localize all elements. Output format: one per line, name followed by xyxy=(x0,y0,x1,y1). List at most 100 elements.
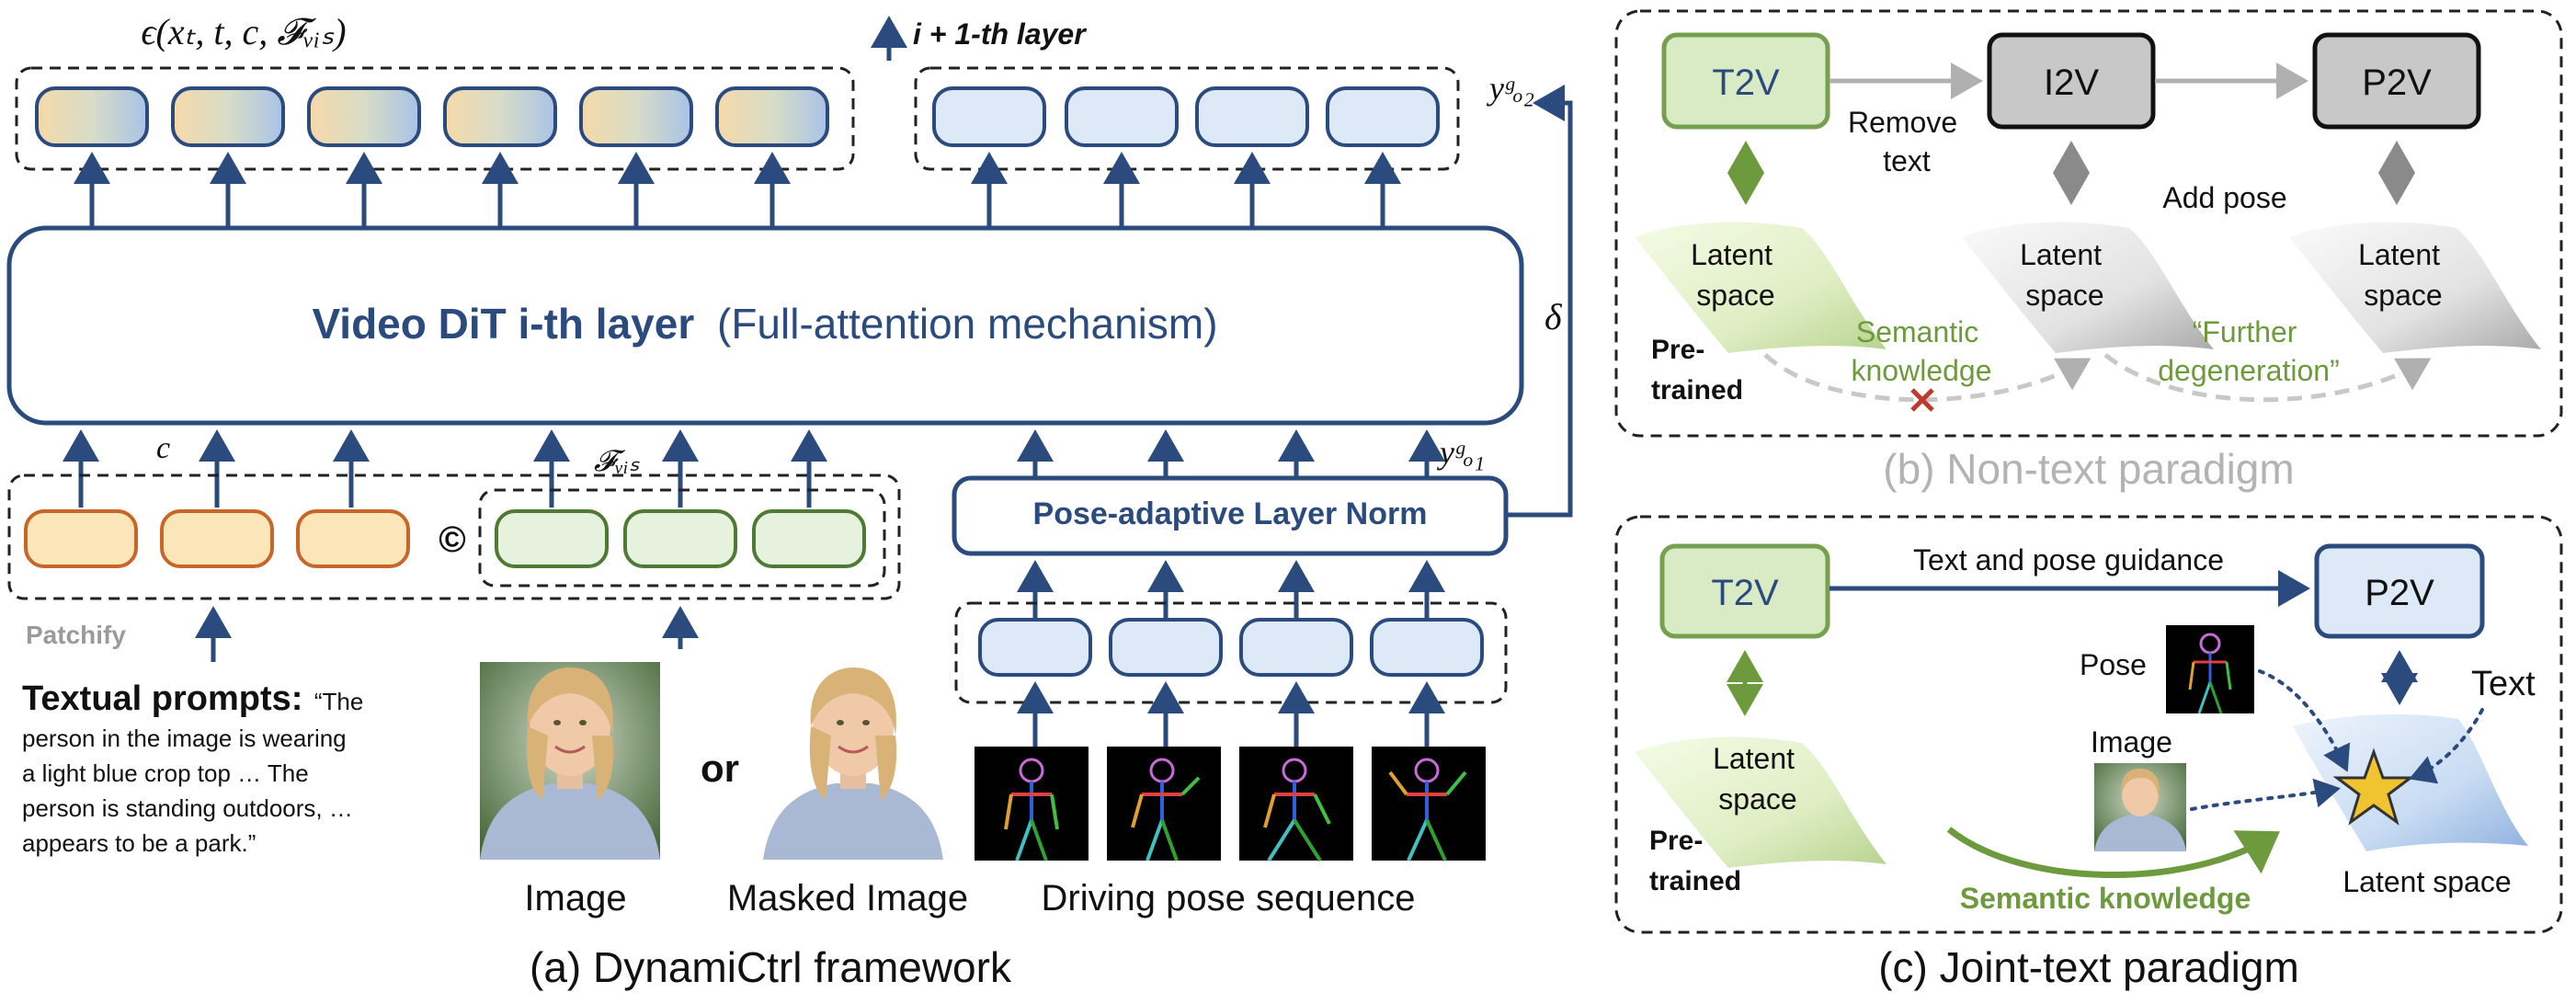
dit-layer-text: Video DiT i-th layer (Full-attention mec… xyxy=(312,300,1217,348)
output-token xyxy=(171,86,285,147)
panel-c-frame xyxy=(1614,515,2563,934)
t2v-label: T2V xyxy=(1711,573,1779,613)
t2v-label: T2V xyxy=(1712,63,1780,103)
dit-subtitle: (Full-attention mechanism) xyxy=(717,300,1218,348)
pose-token xyxy=(1239,618,1353,677)
add-pose-label: Add pose xyxy=(2162,181,2286,214)
p2v-box xyxy=(2314,543,2485,639)
latent-label: Latent space xyxy=(1713,742,1803,816)
latent-label: Latent space xyxy=(2020,238,2110,312)
remove-text-label: Remove text xyxy=(1848,106,1966,177)
semantic-knowledge-label: Semantic knowledge xyxy=(1852,315,1992,387)
output-token-group xyxy=(15,66,855,171)
output-label: ϵ(xₜ, t, c, 𝓕ᵥᵢₛ) xyxy=(141,11,346,52)
textual-prompt: Textual prompts: “The person in the imag… xyxy=(22,679,368,857)
pose-frame xyxy=(1372,747,1486,861)
pose-frame xyxy=(1239,747,1353,862)
image-label: Image xyxy=(524,878,626,918)
visual-tokens xyxy=(495,509,866,568)
textual-prompt-line: a light blue crop top … The xyxy=(22,759,309,787)
next-layer-token-group xyxy=(914,66,1460,171)
pose-token xyxy=(1109,618,1223,677)
textual-prompt-line: person is standing outdoors, … xyxy=(22,794,353,822)
pose-token xyxy=(1370,618,1484,677)
visual-token xyxy=(752,509,866,568)
latent-sheet-gray xyxy=(1962,222,2214,353)
next-layer-token xyxy=(1065,86,1179,147)
latent-label: Latent space xyxy=(2358,238,2448,312)
text-tokens xyxy=(24,509,410,568)
i2v-label: I2V xyxy=(2044,63,2099,103)
output-token xyxy=(307,86,421,147)
textual-prompt-line: “The xyxy=(314,688,363,715)
next-layer-token xyxy=(1195,86,1309,147)
y-o1-label: yᵍₒ₁ xyxy=(1437,434,1485,471)
textual-prompt-title: Textual prompts: xyxy=(22,679,302,718)
panel-c: T2V P2V Text and pose guidance Latent sp… xyxy=(1614,515,2563,991)
y-o2-label: yᵍₒ₂ xyxy=(1487,70,1534,107)
pose-token xyxy=(978,618,1092,677)
t2v-box xyxy=(1661,32,1830,130)
pose-label: Pose xyxy=(2080,648,2147,681)
t2v-box xyxy=(1659,543,1830,639)
pretrained-label: Pre- trained xyxy=(1649,826,1741,896)
p2v-box xyxy=(2312,32,2481,130)
panel-c-caption: (c) Joint-text paradigm xyxy=(1878,943,2299,991)
semantic-knowledge-label: Semantic knowledge xyxy=(1960,882,2251,915)
next-layer-tokens xyxy=(932,86,1440,147)
input-token-group xyxy=(7,473,901,600)
fvis-label: 𝓕ᵥᵢₛ xyxy=(594,444,641,477)
guidance-label: Text and pose guidance xyxy=(1913,543,2224,576)
pretrained-label: Pre- trained xyxy=(1651,335,1743,405)
star-icon xyxy=(2332,747,2415,826)
i2v-box xyxy=(1987,32,2156,130)
pose-token-group xyxy=(954,601,1508,704)
panorm-label: Pose-adaptive Layer Norm xyxy=(1033,496,1428,531)
image-label: Image xyxy=(2091,725,2172,759)
visual-token xyxy=(623,509,737,568)
panel-a-caption: (a) DynamiCtrl framework xyxy=(530,943,1012,991)
text-token xyxy=(24,509,138,568)
panel-b-caption: (b) Non-text paradigm xyxy=(1883,445,2294,493)
latent-sheet-green xyxy=(1635,222,1886,353)
latent-sheet-gray xyxy=(2289,222,2541,353)
output-token xyxy=(715,86,829,147)
pose-tokens xyxy=(978,618,1484,677)
text-label: Text xyxy=(2471,665,2536,703)
output-token xyxy=(35,86,149,147)
or-label: or xyxy=(701,747,739,790)
visual-token-group xyxy=(478,488,886,588)
reference-image xyxy=(480,662,660,860)
pose-adaptive-layer-norm xyxy=(952,475,1509,556)
masked-image xyxy=(763,667,943,860)
concat-symbol: © xyxy=(439,519,465,560)
delta-label: δ xyxy=(1544,296,1563,337)
panel-b-frame xyxy=(1614,9,2563,438)
cross-icon xyxy=(1910,388,1934,412)
textual-prompt-line: person in the image is wearing xyxy=(22,724,347,752)
output-token xyxy=(443,86,557,147)
patchify-label: Patchify xyxy=(26,621,126,649)
panel-b: T2V I2V P2V Remove text Add pose Latent … xyxy=(1614,9,2563,493)
visual-token xyxy=(495,509,609,568)
latent-label: Latent space xyxy=(1691,238,1781,312)
text-token xyxy=(296,509,410,568)
panel-a: ϵ(xₜ, t, c, 𝓕ᵥᵢₛ) i + 1-th layer yᵍₒ₂ xyxy=(6,11,1573,991)
latent-sheet-green xyxy=(1635,736,1886,868)
p2v-label: P2V xyxy=(2365,573,2434,613)
next-layer-token xyxy=(1326,86,1440,147)
masked-image-label: Masked Image xyxy=(727,878,968,918)
output-token xyxy=(579,86,693,147)
textual-prompt-line: appears to be a park.” xyxy=(22,829,256,857)
dit-layer-block xyxy=(6,225,1524,426)
pose-frame xyxy=(1107,747,1221,861)
further-degeneration-label: “Further degeneration” xyxy=(2158,315,2339,387)
pose-thumbnail xyxy=(2166,625,2254,714)
next-layer-label: i + 1-th layer xyxy=(913,17,1087,51)
p2v-label: P2V xyxy=(2362,63,2432,103)
c-label: c xyxy=(156,431,170,465)
driving-pose-label: Driving pose sequence xyxy=(1042,878,1416,918)
image-thumbnail xyxy=(2094,763,2186,851)
dit-title: Video DiT i-th layer xyxy=(312,300,694,348)
pose-frame xyxy=(975,747,1089,861)
